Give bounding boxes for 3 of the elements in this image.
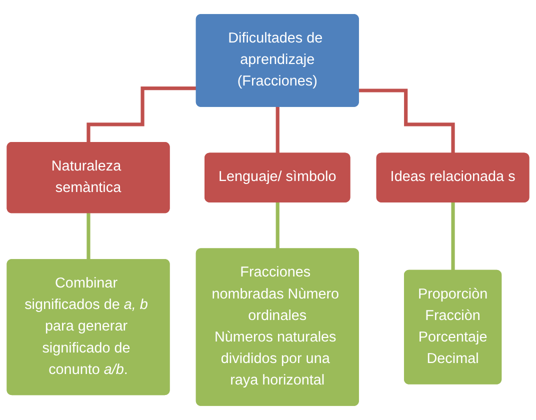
connector	[276, 200, 280, 251]
connector	[86, 211, 90, 262]
connector	[86, 86, 197, 145]
